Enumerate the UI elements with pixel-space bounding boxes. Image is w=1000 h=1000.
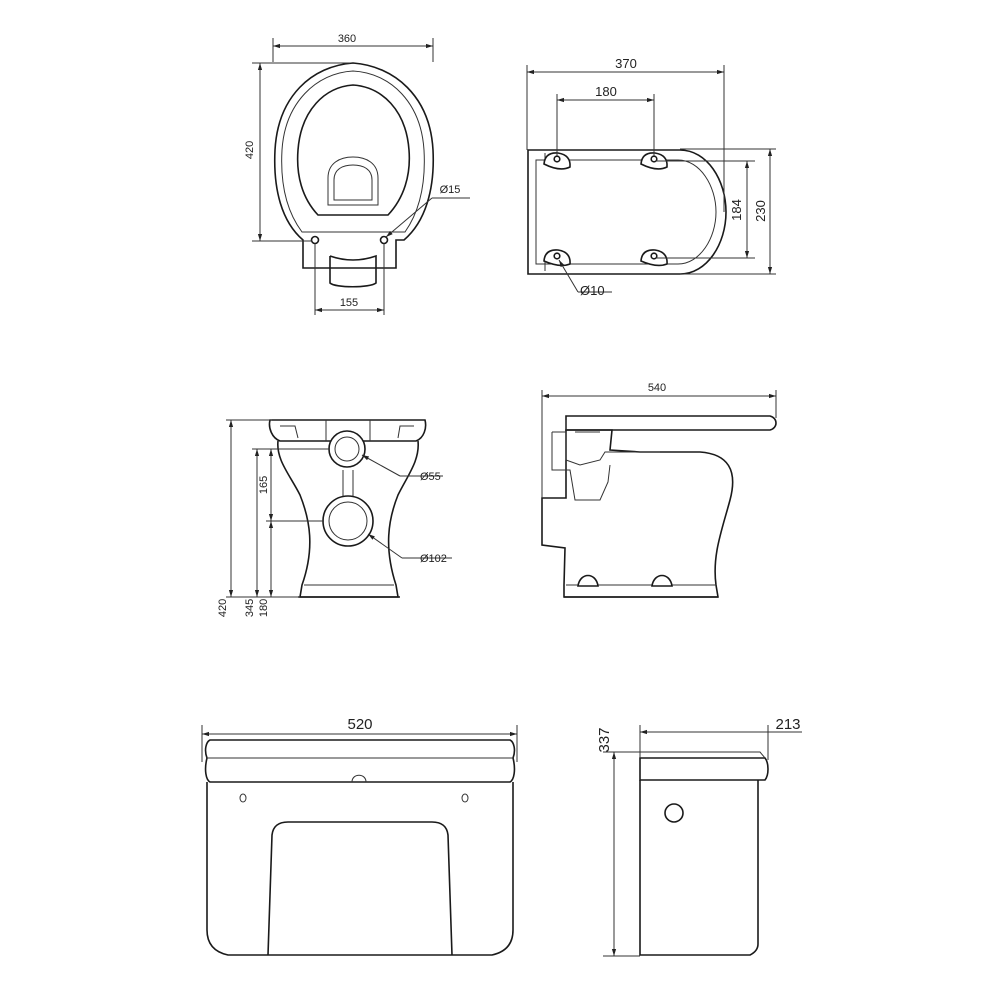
dim-front-height-total: 420 — [217, 599, 229, 617]
outlet-circle — [322, 495, 374, 547]
pan-outline — [273, 62, 435, 269]
pan-body-side — [541, 429, 734, 598]
dim-front-height-inlet: 345 — [244, 599, 256, 617]
dim-inlet-diameter: Ø55 — [420, 471, 441, 483]
dim-cistern-width: 520 — [347, 716, 372, 733]
front-view: Ø55 Ø102 420 345 180 165 — [217, 419, 452, 617]
cistern-side-lid — [639, 757, 769, 781]
cistern-side-view: 337 213 — [596, 716, 802, 957]
dim-cistern-depth: 213 — [775, 716, 800, 733]
dim-cistern-height: 337 — [596, 727, 613, 752]
top-view: 360 420 Ø15 155 — [244, 33, 470, 315]
dim-outer-width: 230 — [753, 200, 768, 222]
base-inner — [535, 159, 717, 265]
dim-hole-diameter: Ø15 — [440, 184, 461, 196]
dim-inner-width: 184 — [729, 199, 744, 221]
fixing-pads — [543, 152, 668, 267]
cistern-inlet-hole — [664, 803, 684, 823]
dim-side-length: 540 — [648, 382, 666, 394]
bowl-inner — [296, 84, 411, 216]
side-view: 540 — [541, 382, 777, 598]
cistern-recess — [267, 821, 453, 956]
cistern-body — [206, 782, 514, 956]
outlet-spigot — [329, 254, 377, 288]
mount-hole-right — [461, 793, 469, 803]
foot-left — [577, 574, 599, 587]
seat-side — [565, 415, 777, 431]
dim-depth: 420 — [244, 141, 256, 159]
seat-front — [268, 419, 427, 442]
base-outline — [527, 149, 727, 275]
dim-width: 360 — [338, 33, 356, 45]
dim-outlet-width: 155 — [340, 297, 358, 309]
fixing-hole-right — [379, 235, 389, 245]
dim-front-spacing: 165 — [258, 476, 270, 494]
dim-fixing-diameter: Ø10 — [580, 283, 605, 298]
dim-hole-spacing: 180 — [595, 84, 617, 99]
outlet-horn — [551, 431, 612, 501]
dim-outlet-diameter: Ø102 — [420, 553, 447, 565]
base-view: 370 180 184 230 Ø10 — [526, 56, 776, 298]
cistern-side-body — [639, 780, 759, 956]
mount-hole-left — [239, 793, 247, 803]
foot-right — [651, 574, 673, 587]
inlet-circle — [328, 430, 366, 468]
cistern-front-view: 520 — [201, 716, 518, 956]
dim-front-height-outlet: 180 — [258, 599, 270, 617]
dim-base-length: 370 — [615, 56, 637, 71]
seat-rim — [281, 70, 425, 233]
trap-opening — [327, 156, 379, 206]
fixing-hole-left — [310, 235, 320, 245]
